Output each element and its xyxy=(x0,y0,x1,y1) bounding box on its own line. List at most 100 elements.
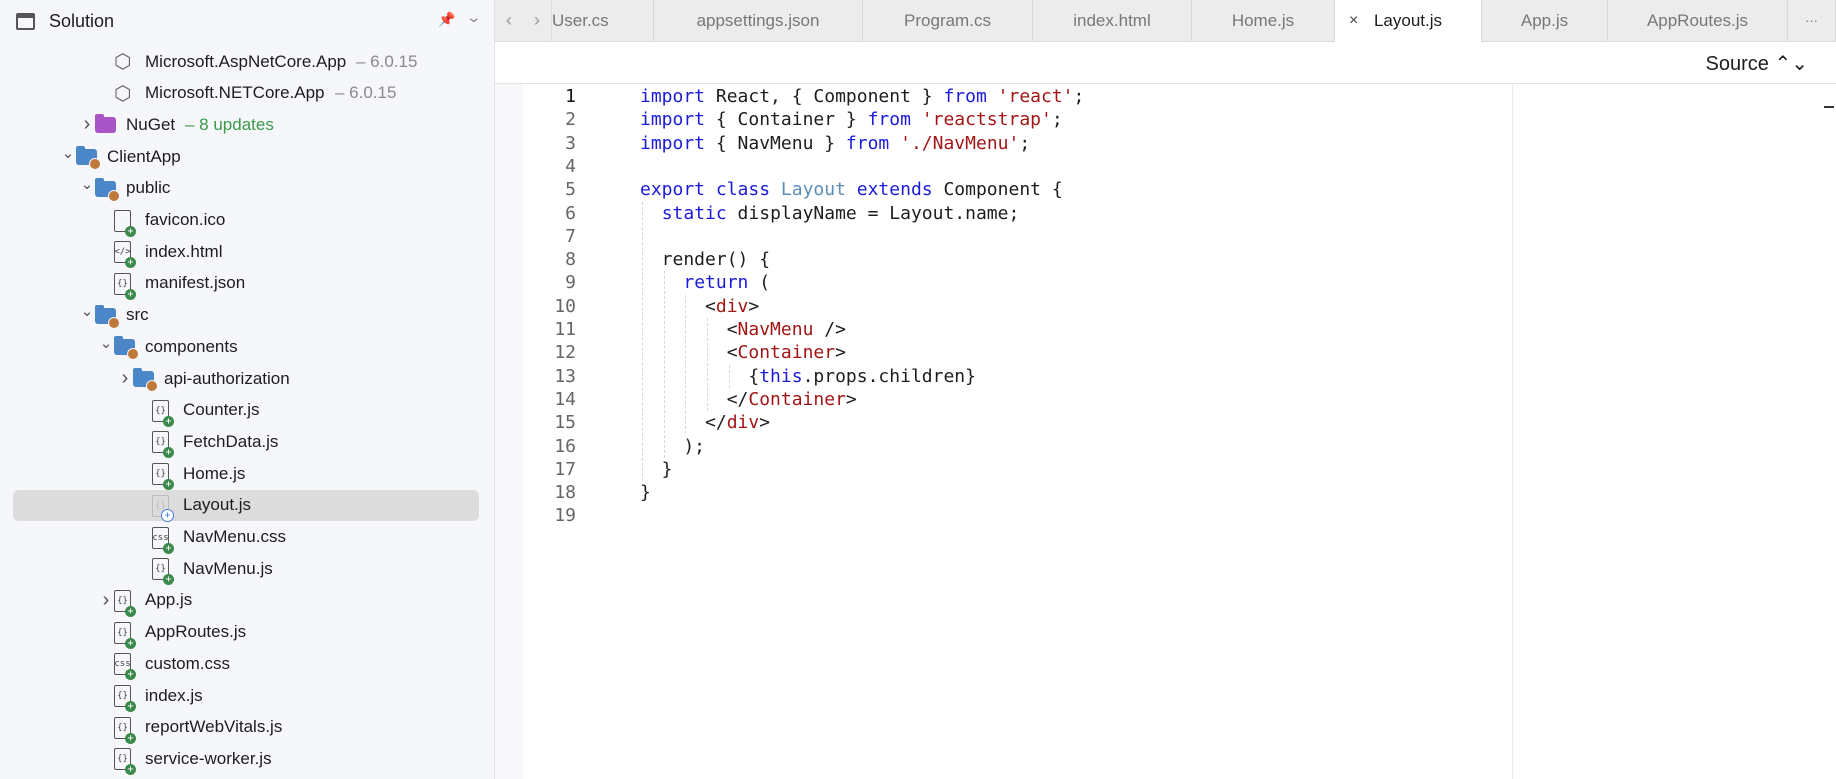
line-number: 2 xyxy=(565,109,576,131)
tab-layout-js[interactable]: × Layout.js xyxy=(1335,0,1482,43)
tree-item[interactable]: {}Layout.js xyxy=(13,489,479,522)
tree-item[interactable]: ›api-authorization xyxy=(13,363,479,394)
source-view-selector[interactable]: Source ⌃⌄ xyxy=(1705,53,1808,75)
tab-index-html[interactable]: index.html xyxy=(1033,0,1192,41)
pin-icon[interactable]: 📌 xyxy=(438,11,456,27)
folder-icon xyxy=(95,304,120,329)
tab-label: User.cs xyxy=(552,10,609,30)
code-token: > xyxy=(748,295,760,317)
code-token: from xyxy=(867,109,911,131)
back-icon[interactable]: ‹ xyxy=(506,10,512,30)
code-token: this xyxy=(759,365,803,387)
tree-item-label: AppRoutes.js xyxy=(145,622,247,642)
solution-header: Solution 📌 ⌄ xyxy=(0,0,494,42)
line-number: 1 xyxy=(565,86,576,107)
code-text: <div> xyxy=(640,295,759,318)
tab-appsettings-json[interactable]: appsettings.json xyxy=(654,0,863,41)
code-token: displayName = Layout.name; xyxy=(726,202,1020,224)
code-token: import xyxy=(640,132,706,154)
code-text: import { NavMenu } from './NavMenu'; xyxy=(640,132,1030,155)
code-token: < xyxy=(640,342,738,364)
code-token: { NavMenu } xyxy=(715,132,846,154)
column-ruler xyxy=(1512,84,1513,779)
tree-item[interactable]: cssNavMenu.css xyxy=(13,522,479,554)
tab-app-js[interactable]: App.js xyxy=(1482,0,1608,41)
package-icon: ⬡ xyxy=(114,82,132,105)
code-token: { Container } xyxy=(715,109,868,131)
line-number: 12 xyxy=(554,342,576,364)
tree-item[interactable]: {}AppRoutes.js xyxy=(13,617,479,649)
editor-gutter xyxy=(495,84,523,779)
file-icon: css xyxy=(152,526,174,554)
tree-item[interactable]: ›NuGet– 8 updates xyxy=(13,109,479,140)
chevron-right-icon[interactable]: › xyxy=(121,367,129,389)
tree-item[interactable]: {}Home.js xyxy=(13,458,479,491)
tree-item[interactable]: </>index.html xyxy=(13,236,479,269)
tree-item[interactable]: ⌄src xyxy=(13,300,479,331)
tree-item-label: manifest.json xyxy=(145,273,246,293)
forward-icon[interactable]: › xyxy=(534,10,540,30)
tree-item[interactable]: ⬡Microsoft.AspNetCore.App– 6.0.15 xyxy=(13,46,479,77)
chevron-down-icon[interactable]: ⌄ xyxy=(99,334,113,352)
tree-item-label: FetchData.js xyxy=(183,431,279,451)
tree-item-label: favicon.ico xyxy=(145,210,226,229)
more-tabs-button[interactable]: ··· xyxy=(1788,0,1836,41)
tree-item[interactable]: {}FetchData.js xyxy=(13,426,479,459)
tree-item[interactable]: favicon.ico xyxy=(13,205,479,237)
line-number: 6 xyxy=(565,202,576,224)
tree-item[interactable]: ⌄components xyxy=(13,331,479,362)
code-token: ; xyxy=(1019,132,1031,154)
indent-guide xyxy=(728,364,730,388)
nuget-icon xyxy=(95,114,116,134)
folder-icon xyxy=(76,146,101,171)
code-text: export class Layout extends Component { xyxy=(640,178,1063,201)
tab-user-cs[interactable]: User.cs xyxy=(552,0,654,41)
chevron-down-icon[interactable]: ⌄ xyxy=(61,144,75,162)
code-text: render() { xyxy=(640,248,770,271)
solution-title: Solution xyxy=(49,10,115,31)
code-token: /> xyxy=(813,319,846,340)
code-token: ); xyxy=(640,435,706,457)
chevron-right-icon[interactable]: › xyxy=(102,588,110,611)
tree-item-detail: – 6.0.15 xyxy=(335,83,397,103)
chevron-down-icon[interactable]: ⌄ xyxy=(80,303,94,321)
tree-item-label: public xyxy=(126,178,171,198)
tree-item-label: Counter.js xyxy=(183,400,260,420)
tree-item[interactable]: ⌄ public xyxy=(13,173,479,204)
code-token: Component { xyxy=(932,179,1063,201)
chevron-down-icon[interactable]: ⌄ xyxy=(465,9,483,25)
indent-guide xyxy=(642,201,643,482)
tree-item[interactable]: {}NavMenu.js xyxy=(13,553,479,586)
tree-item[interactable]: {}index.js xyxy=(13,680,479,712)
code-text: } xyxy=(640,458,673,481)
code-token: < xyxy=(640,319,738,340)
tree-item-label: Layout.js xyxy=(183,495,252,515)
tab-home-js[interactable]: Home.js xyxy=(1192,0,1335,41)
chevron-down-icon[interactable]: ⌄ xyxy=(80,176,94,194)
tab-approutes-js[interactable]: AppRoutes.js xyxy=(1608,0,1788,41)
code-token: Container xyxy=(748,388,846,410)
line-number: 5 xyxy=(565,179,576,201)
tree-item-label: service-worker.js xyxy=(145,748,272,768)
tree-item[interactable]: {}reportWebVitals.js xyxy=(13,712,479,744)
close-tab-icon[interactable]: × xyxy=(1349,12,1359,29)
tab-label: Layout.js xyxy=(1373,11,1443,30)
code-token xyxy=(640,272,683,293)
tab-program-cs[interactable]: Program.cs xyxy=(863,0,1033,41)
folder-icon xyxy=(95,177,120,202)
tree-item[interactable]: ⬡Microsoft.NETCore.App– 6.0.15 xyxy=(13,78,479,109)
tree-item[interactable]: csscustom.css xyxy=(13,648,479,681)
code-text: <NavMenu /> xyxy=(640,318,846,341)
tree-item[interactable]: ›{}App.js xyxy=(13,585,479,617)
tree-item[interactable]: ⌄ClientApp xyxy=(13,141,479,172)
line-number: 14 xyxy=(554,388,576,410)
tree-item-label: custom.css xyxy=(145,653,231,673)
tree-item[interactable]: {}manifest.json xyxy=(13,268,479,300)
tree-item-label: index.html xyxy=(145,241,223,261)
tree-item[interactable]: {}Counter.js xyxy=(13,395,479,427)
code-token: import xyxy=(640,86,706,107)
chevron-right-icon[interactable]: › xyxy=(83,113,91,136)
line-number: 3 xyxy=(565,132,576,154)
tree-item[interactable]: {}service-worker.js xyxy=(13,743,479,776)
tree-item-label: App.js xyxy=(145,590,193,610)
